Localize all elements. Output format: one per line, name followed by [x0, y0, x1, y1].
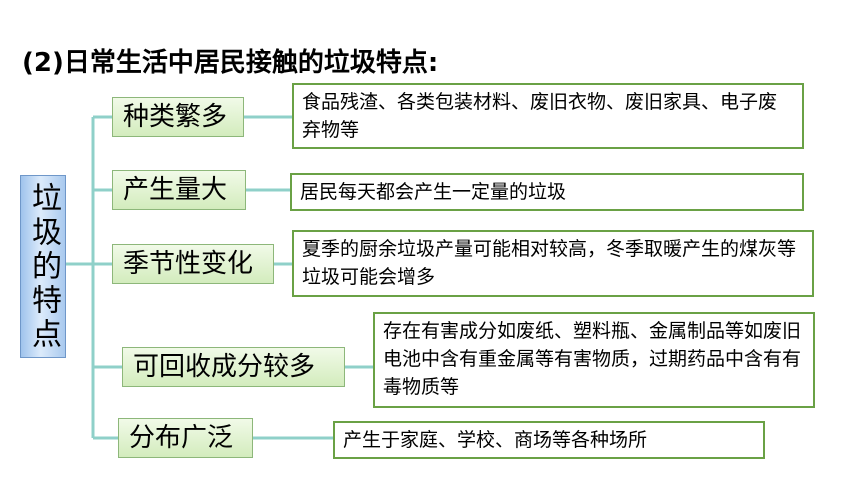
category-label: 分布广泛	[129, 423, 234, 453]
description-box-distribution: 产生于家庭、学校、商场等各种场所	[333, 421, 765, 459]
description-text: 夏季的厨余垃圾产量可能相对较高，冬季取暖产生的煤灰等垃圾可能会增多	[302, 238, 797, 288]
category-node-seasonal: 季节性变化	[112, 244, 274, 284]
description-box-volume: 居民每天都会产生一定量的垃圾	[290, 173, 804, 211]
description-text: 食品残渣、各类包装材料、废旧衣物、废旧家具、电子废弃物等	[302, 91, 778, 141]
root-label: 垃圾的特点	[26, 181, 61, 352]
category-label: 季节性变化	[123, 249, 254, 279]
category-node-recyclable: 可回收成分较多	[122, 347, 345, 387]
category-node-distribution: 分布广泛	[118, 418, 253, 458]
description-box-seasonal: 夏季的厨余垃圾产量可能相对较高，冬季取暖产生的煤灰等垃圾可能会增多	[292, 230, 814, 297]
category-label: 可回收成分较多	[133, 352, 316, 382]
root-node: 垃圾的特点	[20, 175, 66, 358]
description-text: 产生于家庭、学校、商场等各种场所	[343, 429, 648, 451]
category-node-variety: 种类繁多	[112, 97, 244, 137]
category-label: 种类繁多	[123, 102, 228, 132]
category-node-volume: 产生量大	[112, 170, 246, 210]
diagram-title: (2)日常生活中居民接触的垃圾特点:	[22, 48, 439, 78]
description-text: 存在有害成分如废纸、塑料瓶、金属制品等如废旧电池中含有重金属等有害物质，过期药品…	[383, 320, 802, 398]
category-label: 产生量大	[123, 175, 228, 205]
description-box-recyclable: 存在有害成分如废纸、塑料瓶、金属制品等如废旧电池中含有重金属等有害物质，过期药品…	[373, 312, 815, 408]
description-box-variety: 食品残渣、各类包装材料、废旧衣物、废旧家具、电子废弃物等	[292, 83, 804, 149]
description-text: 居民每天都会产生一定量的垃圾	[300, 181, 567, 203]
